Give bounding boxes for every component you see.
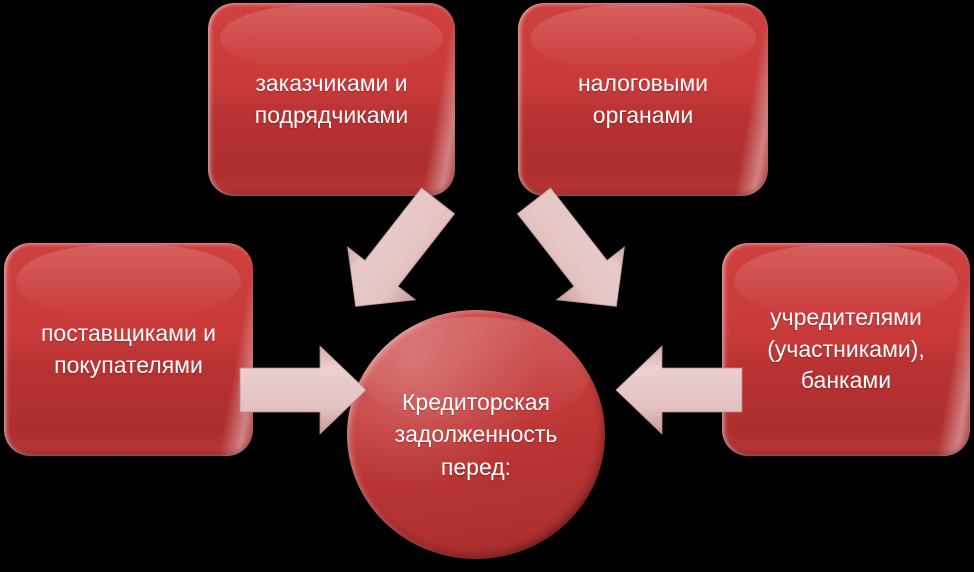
arrow-customers-to-center (330, 186, 460, 326)
node-tax-authorities[interactable]: налоговыми органами (518, 3, 768, 196)
arrow-tax-authorities-to-center (512, 186, 642, 326)
node-suppliers[interactable]: поставщиками и покупателями (4, 243, 253, 456)
node-customers[interactable]: заказчиками и подрядчиками (208, 3, 455, 196)
node-tax-authorities-label: налоговыми органами (577, 69, 709, 128)
node-center-accounts-payable[interactable]: Кредиторская задолженность перед: (347, 310, 605, 559)
node-founders[interactable]: учредителями (участниками), банками (722, 243, 970, 456)
node-suppliers-label: поставщиками и покупателями (40, 319, 217, 378)
node-founders-label: учредителями (участниками), банками (767, 303, 925, 394)
node-center-label: Кредиторская задолженность перед: (394, 389, 558, 480)
node-customers-label: заказчиками и подрядчиками (254, 69, 409, 128)
